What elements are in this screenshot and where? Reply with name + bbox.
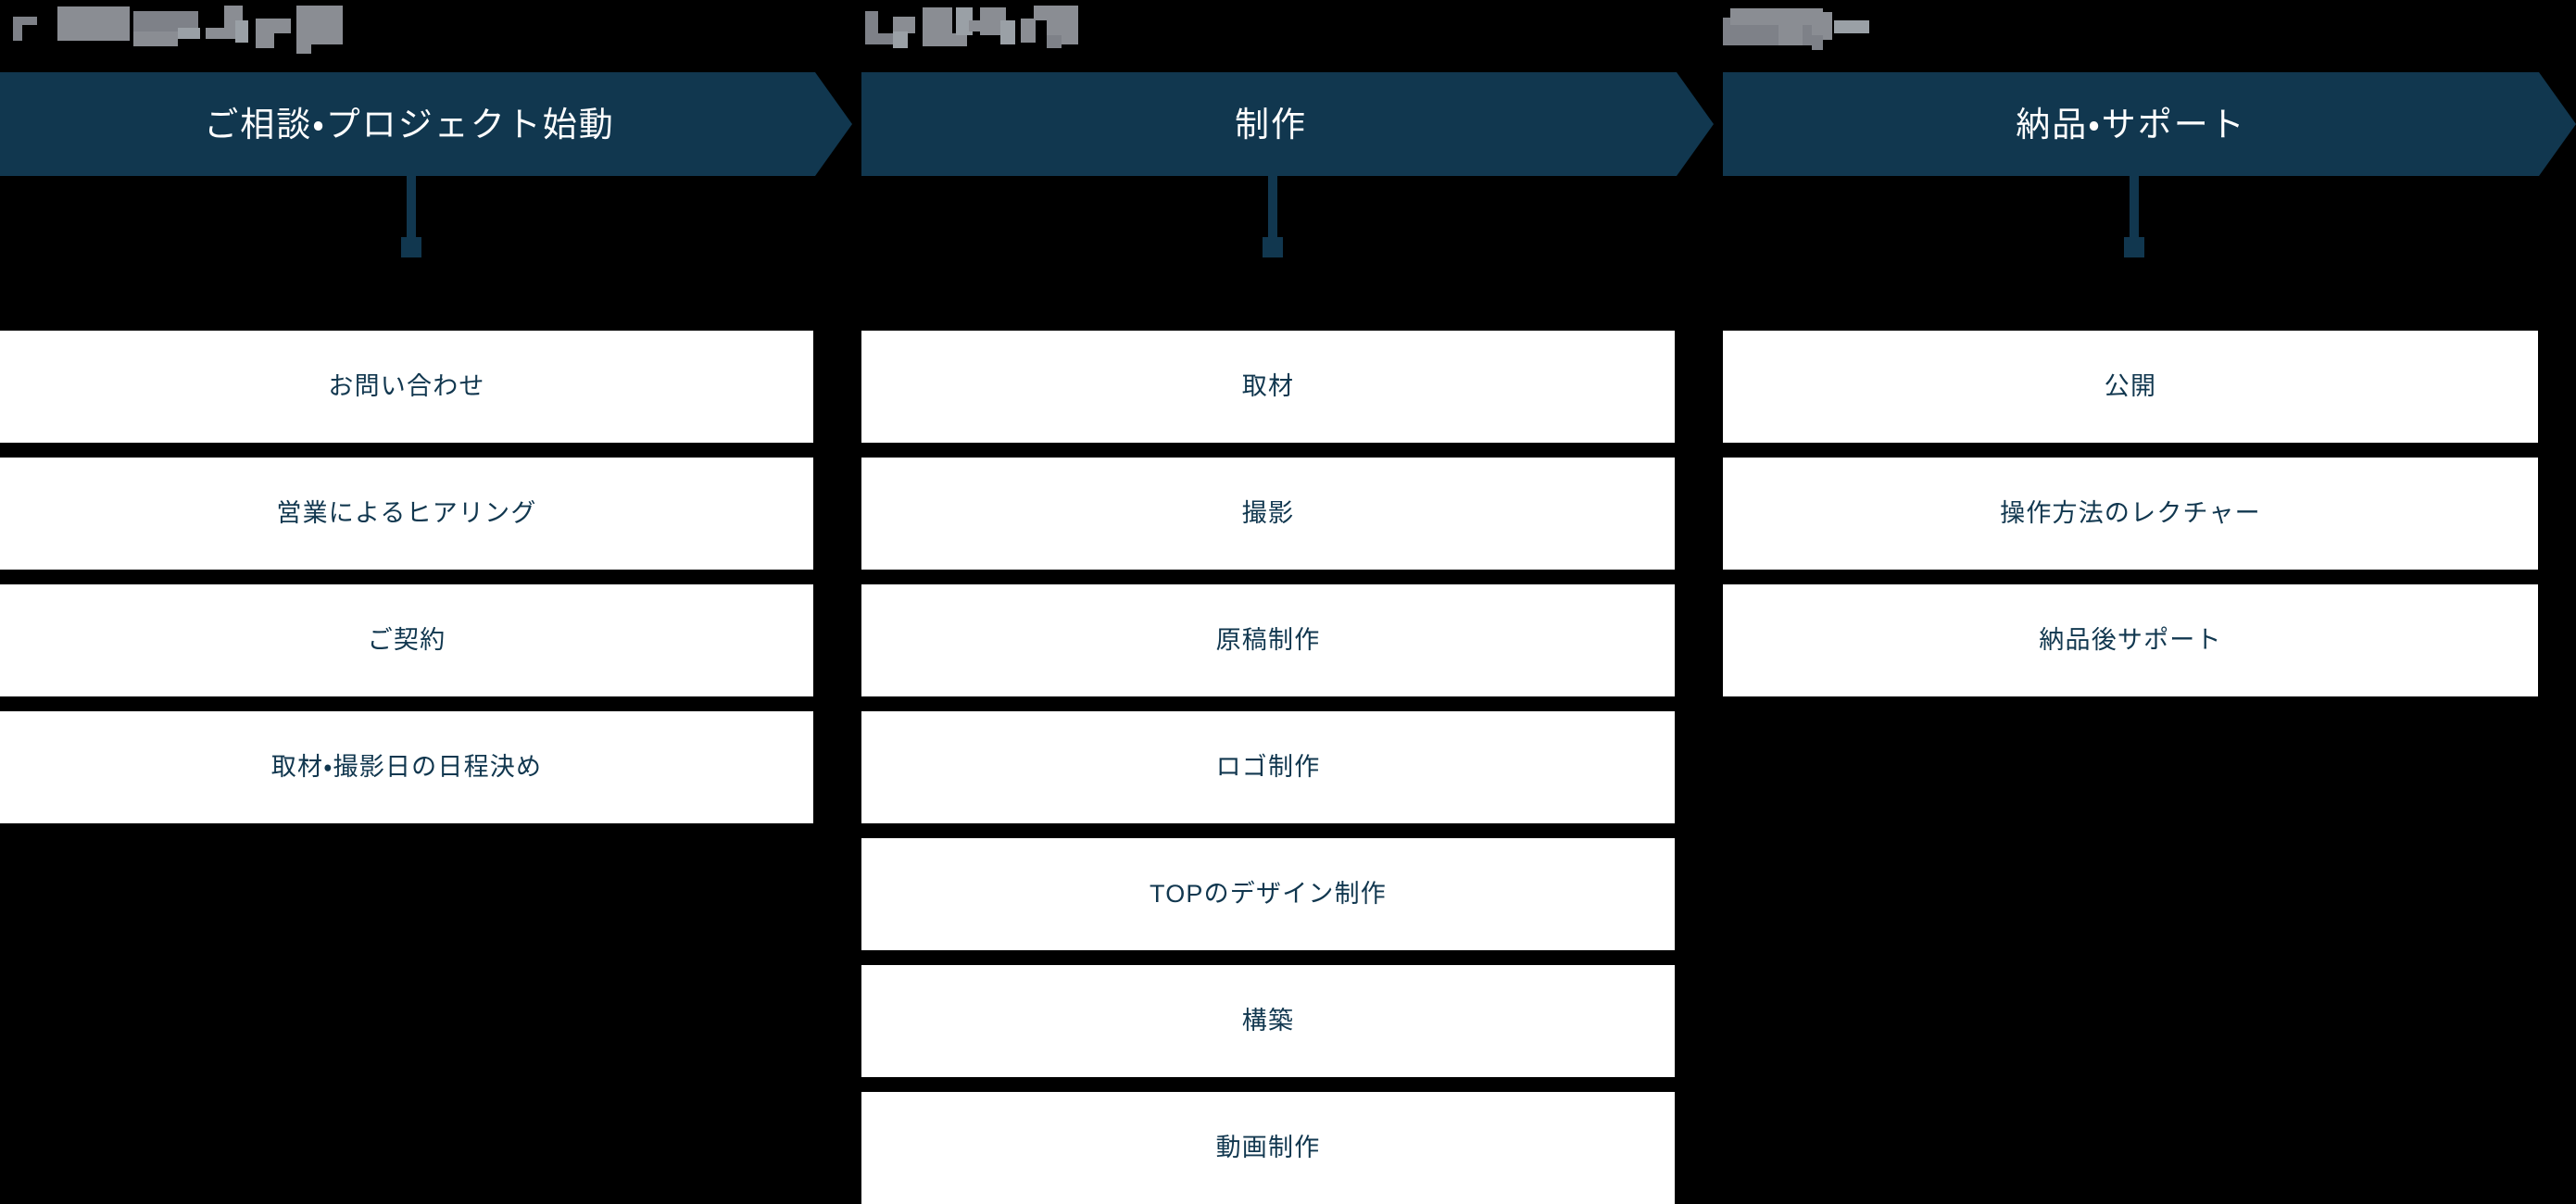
stage-1-banner: ご相談・プロジェクト始動 xyxy=(0,72,852,176)
stage-3-banner: 納品・サポート xyxy=(1723,72,2576,176)
connector-cap xyxy=(2124,237,2144,257)
connector-cap xyxy=(1263,237,1283,257)
stage-1-connector xyxy=(401,176,421,259)
stage-2-connector xyxy=(1263,176,1283,259)
stage-2-step-list: 取材 撮影 原稿制作 ロゴ制作 TOPのデザイン制作 構築 動画制作 xyxy=(861,331,1675,1204)
step-card[interactable]: お問い合わせ xyxy=(0,331,813,443)
step-card[interactable]: 営業によるヒアリング xyxy=(0,458,813,570)
connector-stem xyxy=(2130,176,2139,243)
step-card[interactable]: 撮影 xyxy=(861,458,1675,570)
stage-3-banner-label: 納品・サポート xyxy=(2016,105,2246,144)
step-card[interactable]: 操作方法のレクチャー xyxy=(1723,458,2538,570)
step-card[interactable]: TOPのデザイン制作 xyxy=(861,838,1675,950)
step-card[interactable]: 取材・撮影日の日程決め xyxy=(0,711,813,823)
stage-2-banner-label: 制作 xyxy=(1235,105,1307,144)
step-card[interactable]: ロゴ制作 xyxy=(861,711,1675,823)
step-card[interactable]: ご契約 xyxy=(0,584,813,696)
stage-1-banner-label: ご相談・プロジェクト始動 xyxy=(204,105,615,144)
stage-1-redacted-label xyxy=(13,0,343,54)
step-card[interactable]: 構築 xyxy=(861,965,1675,1077)
step-card[interactable]: 納品後サポート xyxy=(1723,584,2538,696)
stage-3-redacted-label xyxy=(1723,0,1880,50)
stage-3-connector xyxy=(2124,176,2144,259)
stage-2-banner: 制作 xyxy=(861,72,1714,176)
stage-2-redacted-label xyxy=(865,0,1087,48)
stage-1-step-list: お問い合わせ 営業によるヒアリング ご契約 取材・撮影日の日程決め xyxy=(0,331,813,823)
step-card[interactable]: 原稿制作 xyxy=(861,584,1675,696)
stage-3-step-list: 公開 操作方法のレクチャー 納品後サポート xyxy=(1723,331,2538,696)
step-card[interactable]: 動画制作 xyxy=(861,1092,1675,1204)
step-card[interactable]: 公開 xyxy=(1723,331,2538,443)
connector-stem xyxy=(407,176,416,243)
connector-cap xyxy=(401,237,421,257)
connector-stem xyxy=(1268,176,1277,243)
step-card[interactable]: 取材 xyxy=(861,331,1675,443)
